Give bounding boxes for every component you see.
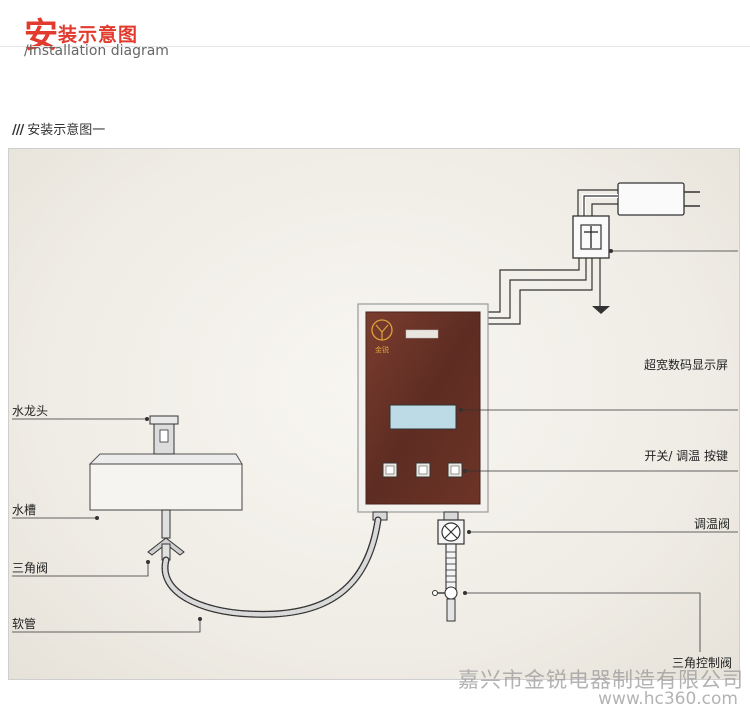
- section-marker: ///: [12, 123, 24, 138]
- header-title-rest: 装示意图: [58, 24, 139, 46]
- svg-text:金锐: 金锐: [375, 345, 389, 354]
- label-switch-buttons: 开关/ 调温 按键: [644, 449, 728, 463]
- header-title: 安装示意图: [24, 8, 138, 57]
- flexible-hose: [161, 516, 382, 618]
- watermark-url: www.hc360.com: [598, 689, 738, 709]
- water-heater: 金锐: [357, 303, 489, 513]
- label-angle-valve: 三角阀: [12, 561, 49, 575]
- header-divider: [0, 46, 750, 47]
- label-display: 超宽数码显示屏: [643, 358, 728, 372]
- sink-angle-valve: [147, 509, 185, 561]
- leader-lines-left: [12, 416, 202, 633]
- label-hose: 软管: [12, 617, 37, 631]
- label-sink: 水槽: [12, 503, 37, 517]
- label-temp-valve: 调温阀: [693, 517, 730, 531]
- power-cables: [485, 258, 601, 325]
- ground-symbol: [592, 306, 610, 314]
- watermark-company: 嘉兴市金锐电器制造有限公司: [458, 668, 744, 692]
- temperature-valve: [437, 511, 465, 545]
- outlet-pipe: [432, 543, 458, 622]
- leakage-switch: [572, 215, 610, 259]
- label-control-valve: 三角控制阀: [671, 656, 732, 670]
- section-title: ///安装示意图一: [12, 119, 105, 138]
- header-subtitle: /Installation diagram: [24, 43, 169, 59]
- faucet: [149, 415, 179, 455]
- angle-control-valve: [444, 586, 458, 600]
- leader-lines-right: [458, 248, 738, 652]
- digital-display: [389, 404, 457, 430]
- sink: [88, 453, 243, 511]
- section-title-text: 安装示意图一: [27, 123, 106, 138]
- label-faucet: 水龙头: [12, 404, 49, 418]
- header-title-first-char: 安: [24, 16, 58, 56]
